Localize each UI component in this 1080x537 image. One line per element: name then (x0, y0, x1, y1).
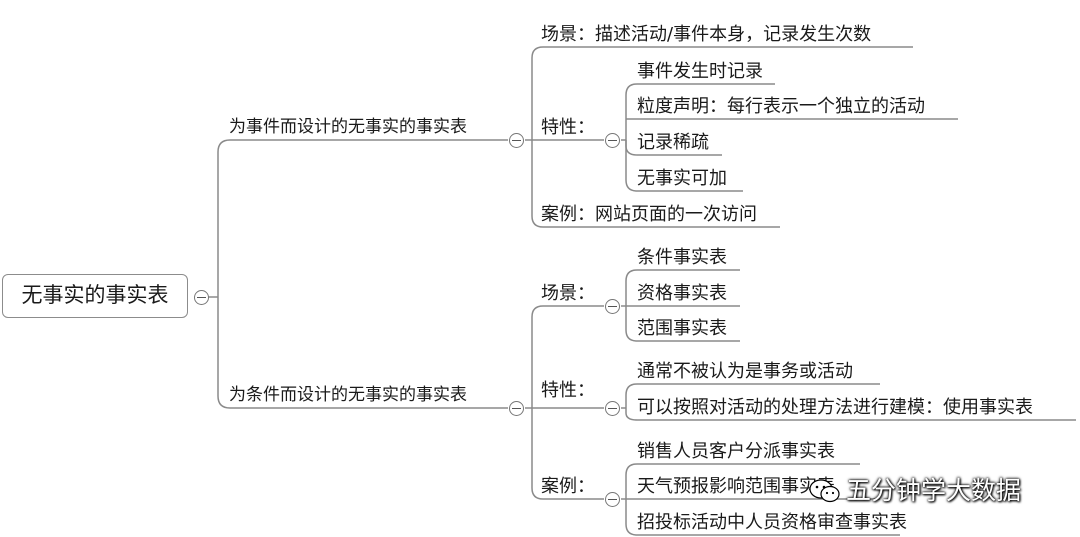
branch-condition-feature-label[interactable]: 特性： (541, 380, 595, 401)
root-collapse-toggle[interactable] (194, 290, 209, 305)
branch-event-feature-collapse-toggle[interactable] (605, 133, 620, 148)
branch-condition-scene-collapse-toggle[interactable] (605, 299, 620, 314)
branch-condition-feature-collapse-toggle[interactable] (605, 401, 620, 416)
branch-condition-scene-item[interactable]: 资格事实表 (637, 283, 727, 304)
branch-event-feature-label[interactable]: 特性： (541, 117, 595, 138)
branch-condition-scene-label[interactable]: 场景： (541, 283, 595, 304)
branch-condition-feature-item[interactable]: 通常不被认为是事务或活动 (637, 361, 853, 382)
branch-condition-scene-item[interactable]: 条件事实表 (637, 247, 727, 268)
branch-event-case[interactable]: 案例：网站页面的一次访问 (541, 204, 757, 225)
branch-event-scene[interactable]: 场景：描述活动/事件本身，记录发生次数 (541, 24, 872, 45)
branch-event-feature-item[interactable]: 记录稀疏 (637, 132, 709, 153)
watermark-text: 五分钟学大数据 (846, 476, 1022, 505)
branch-condition-case-item[interactable]: 销售人员客户分派事实表 (637, 441, 835, 462)
branch-event-feature-item[interactable]: 无事实可加 (637, 168, 727, 189)
branch-condition-case-item[interactable]: 招投标活动中人员资格审查事实表 (637, 512, 907, 533)
branch-event-collapse-toggle[interactable] (509, 133, 524, 148)
watermark: 五分钟学大数据 (808, 470, 1068, 510)
root-node[interactable]: 无事实的事实表 (2, 274, 188, 318)
branch-event-feature-item[interactable]: 事件发生时记录 (637, 61, 763, 82)
branch-condition-label[interactable]: 为条件而设计的无事实的事实表 (229, 385, 467, 405)
branch-condition-case-item[interactable]: 天气预报影响范围事实表 (637, 476, 835, 497)
branch-event-feature-item[interactable]: 粒度声明：每行表示一个独立的活动 (637, 96, 925, 117)
branch-event-label[interactable]: 为事件而设计的无事实的事实表 (229, 117, 467, 137)
wechat-icon (809, 479, 840, 503)
branch-condition-feature-item[interactable]: 可以按照对活动的处理方法进行建模：使用事实表 (637, 397, 1033, 418)
branch-condition-case-label[interactable]: 案例： (541, 476, 595, 497)
branch-condition-collapse-toggle[interactable] (509, 401, 524, 416)
branch-condition-case-collapse-toggle[interactable] (605, 492, 620, 507)
branch-condition-scene-item[interactable]: 范围事实表 (637, 318, 727, 339)
